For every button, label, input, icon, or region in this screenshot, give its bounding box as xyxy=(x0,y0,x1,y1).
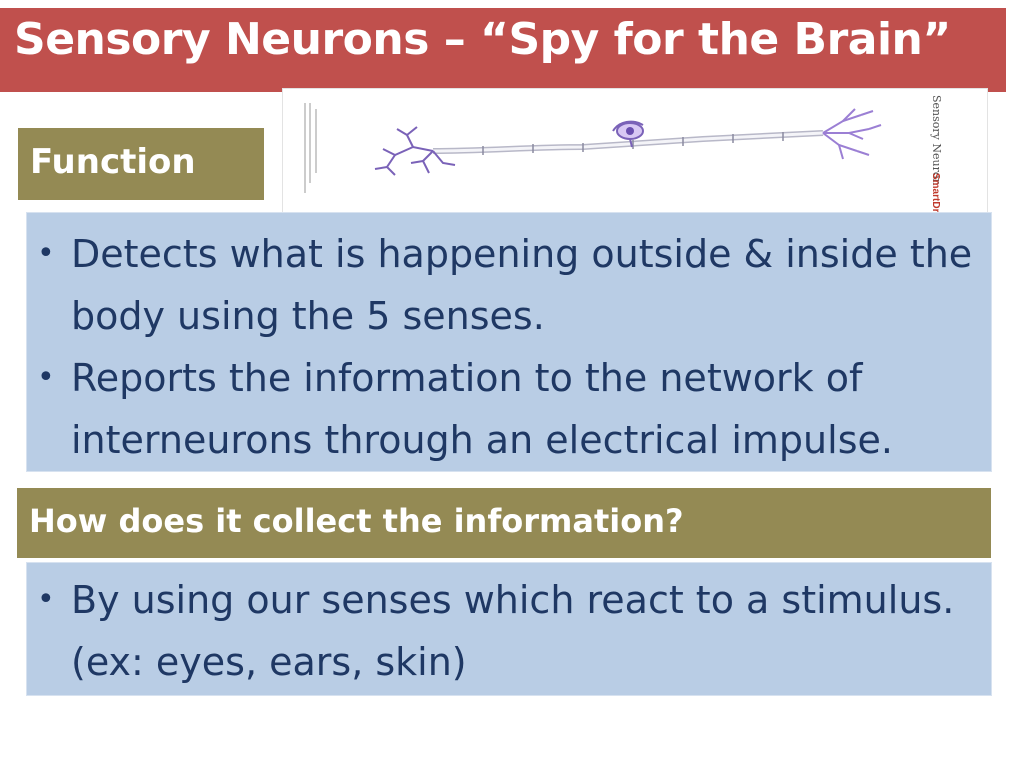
neuron-receptor-endings xyxy=(374,126,456,176)
bullet-icon: • xyxy=(37,360,55,395)
figure-side-notes xyxy=(304,103,317,193)
sensory-neuron-illustration: Sensory Neuron SmartDraw xyxy=(304,95,943,215)
bullet-text: By using our senses which react to a sti… xyxy=(71,578,955,684)
bullet-icon: • xyxy=(37,236,55,271)
list-item: • Detects what is happening outside & in… xyxy=(27,223,977,347)
figure-caption: Sensory Neuron xyxy=(930,95,943,186)
bullet-icon: • xyxy=(37,582,55,617)
how-label: How does it collect the information? xyxy=(17,488,991,558)
neuron-figure: Sensory Neuron SmartDraw xyxy=(282,88,988,215)
bullet-text: Reports the information to the network o… xyxy=(71,356,893,462)
list-item: • By using our senses which react to a s… xyxy=(27,569,977,693)
figure-caption-area: Sensory Neuron SmartDraw xyxy=(930,95,943,215)
function-label: Function xyxy=(18,128,264,200)
neuron-axon xyxy=(432,130,824,155)
neuron-cell-body xyxy=(612,120,644,148)
slide-title: Sensory Neurons – “Spy for the Brain” xyxy=(14,14,951,65)
neuron-axon-terminals xyxy=(822,108,882,160)
list-item: • Reports the information to the network… xyxy=(27,347,977,471)
function-content-box: • Detects what is happening outside & in… xyxy=(26,212,992,472)
function-label-text: Function xyxy=(30,142,196,182)
function-bullet-list: • Detects what is happening outside & in… xyxy=(27,213,991,471)
title-bar: Sensory Neurons – “Spy for the Brain” xyxy=(0,8,1006,92)
figure-brand: SmartDraw xyxy=(930,173,941,215)
how-label-text: How does it collect the information? xyxy=(29,502,684,540)
how-content-box: • By using our senses which react to a s… xyxy=(26,562,992,696)
bullet-text: Detects what is happening outside & insi… xyxy=(71,232,973,338)
how-bullet-list: • By using our senses which react to a s… xyxy=(27,563,991,693)
